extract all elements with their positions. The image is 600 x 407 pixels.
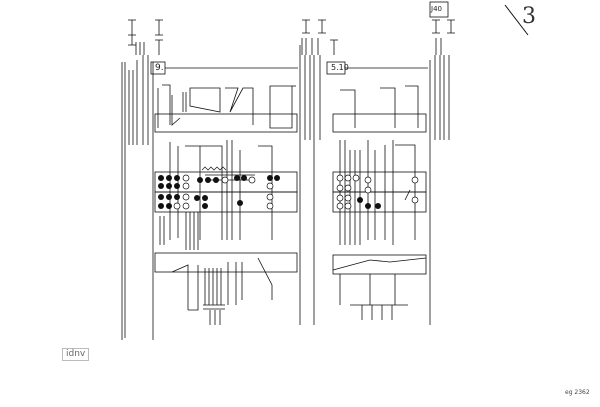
box-label-1: 9. — [155, 63, 164, 73]
corner-mark: 3 — [522, 4, 536, 29]
left-panel-logic-2 — [154, 191, 298, 213]
left-panel-upper — [154, 113, 298, 133]
waveform-group-1 — [157, 84, 296, 129]
middle-rails — [299, 45, 321, 325]
logic-dots-left-open — [173, 174, 274, 210]
top-connectors — [128, 1, 455, 55]
code-text: eg 2362 — [565, 389, 590, 396]
stamp-text: idnv — [62, 348, 90, 361]
waveform-group-3 — [171, 257, 273, 325]
right-rails — [429, 55, 450, 325]
top-box-label: J40 — [431, 5, 442, 13]
box-label-2: 5.10 — [331, 63, 349, 72]
logic-dots-middle — [336, 174, 419, 210]
logic-dots-left — [158, 175, 280, 209]
left-rails — [121, 55, 154, 340]
corner-slash — [504, 4, 529, 36]
left-panel-lower — [154, 252, 298, 273]
logic-dots-middle-filled — [357, 197, 381, 209]
